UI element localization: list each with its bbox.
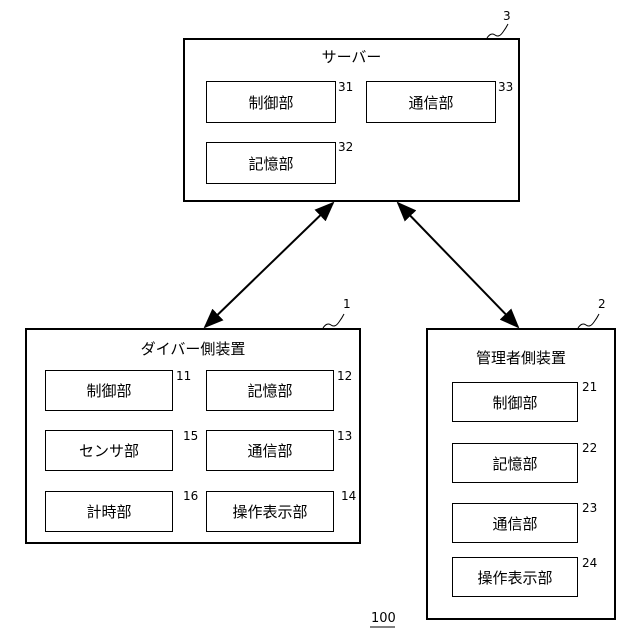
server-diver-link	[205, 203, 333, 327]
diver-display-unit: 操作表示部	[206, 491, 334, 532]
server-comm-unit: 通信部	[366, 81, 496, 123]
admin-control-unit: 制御部	[452, 382, 578, 422]
leader-3	[487, 24, 508, 38]
server-comm-ref: 33	[498, 81, 513, 93]
diver-sensor-unit: センサ部	[45, 430, 173, 471]
admin-storage-unit: 記憶部	[452, 443, 578, 483]
diver-storage-unit: 記憶部	[206, 370, 334, 411]
diver-display-ref: 14	[341, 490, 356, 502]
diver-timer-ref: 16	[183, 490, 198, 502]
server-control-ref: 31	[338, 81, 353, 93]
diver-device-title: ダイバー側装置	[27, 338, 359, 359]
admin-comm-ref: 23	[582, 502, 597, 514]
admin-device-title: 管理者側装置	[428, 347, 614, 368]
diver-storage-ref: 12	[337, 370, 352, 382]
diver-comm-ref: 13	[337, 430, 352, 442]
diver-control-ref: 11	[176, 370, 191, 382]
admin-comm-unit: 通信部	[452, 503, 578, 543]
admin-display-unit: 操作表示部	[452, 557, 578, 597]
admin-device-ref-number: 2	[598, 298, 606, 310]
server-title: サーバー	[185, 46, 518, 67]
diver-device-ref-number: 1	[343, 298, 351, 310]
system-ref-number: 100	[371, 613, 396, 625]
admin-storage-ref: 22	[582, 442, 597, 454]
admin-display-ref: 24	[582, 557, 597, 569]
diver-timer-unit: 計時部	[45, 491, 173, 532]
server-ref-number: 3	[503, 10, 511, 22]
leader-1	[323, 314, 344, 328]
leader-2	[578, 314, 599, 328]
server-storage-ref: 32	[338, 141, 353, 153]
server-storage-unit: 記憶部	[206, 142, 336, 184]
diver-control-unit: 制御部	[45, 370, 173, 411]
diver-sensor-ref: 15	[183, 430, 198, 442]
server-admin-link	[398, 203, 518, 327]
server-control-unit: 制御部	[206, 81, 336, 123]
diver-comm-unit: 通信部	[206, 430, 334, 471]
admin-control-ref: 21	[582, 381, 597, 393]
